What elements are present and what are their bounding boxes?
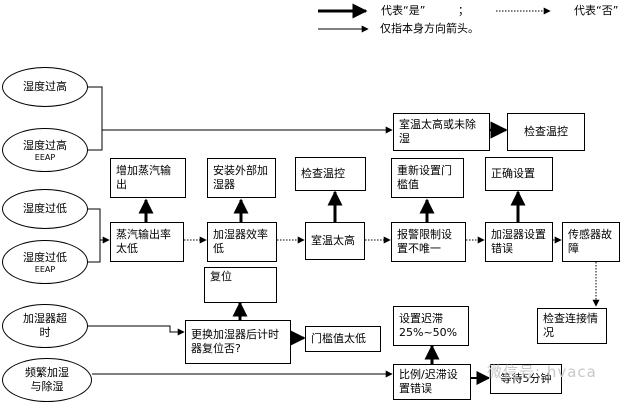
legend-direction-label: 仅指本身方向箭头。 bbox=[380, 22, 479, 35]
node-humidity-high: 湿度过高 bbox=[2, 67, 88, 107]
node-wait-5-min: 等待5分钟 bbox=[490, 364, 562, 394]
legend-semicolon: ； bbox=[458, 4, 469, 17]
legend-no-label: 代表“否” bbox=[574, 4, 619, 17]
edge-humidity-high-bracket bbox=[88, 86, 103, 151]
node-check-connection: 检查连接情况 bbox=[537, 308, 607, 344]
edge-humidity-low-bracket bbox=[88, 208, 101, 263]
node-humidifier-setting-error: 加湿器设置错误 bbox=[485, 222, 553, 262]
watermark-text: 微信号: hvaca bbox=[487, 363, 597, 381]
node-humidifier-efficiency-low: 加湿器效率低 bbox=[207, 222, 277, 262]
node-humidity-high-eeap: 湿度过高 EEAP bbox=[2, 128, 88, 172]
node-frequent-humidify: 频繁加湿与除湿 bbox=[2, 358, 92, 402]
node-humidity-low: 湿度过低 bbox=[2, 189, 88, 229]
node-threshold-too-large: 门槛值太低 bbox=[305, 326, 381, 352]
node-sensor-fault: 传感器故障 bbox=[562, 222, 620, 262]
legend-yes-label: 代表“是” bbox=[381, 4, 426, 17]
node-set-hysteresis: 设置迟滞25%~50% bbox=[393, 306, 469, 346]
node-steam-output-low: 蒸汽输出率太低 bbox=[110, 222, 184, 262]
node-check-temp-control-mid: 检查温控 bbox=[295, 157, 366, 191]
node-increase-steam: 增加蒸汽输出 bbox=[110, 158, 186, 198]
node-reset-threshold: 重新设置门槛值 bbox=[391, 158, 464, 198]
node-room-temp-high-no-dehumid: 室温太高或未除湿 bbox=[393, 113, 490, 151]
node-check-temp-control-top: 检查温控 bbox=[507, 113, 585, 151]
node-room-temp-too-high: 室温太高 bbox=[305, 222, 365, 260]
node-alarm-limit-not-unique: 报警限制设置不唯一 bbox=[391, 222, 466, 262]
node-ratio-hysteresis-error: 比例/迟滞设置错误 bbox=[393, 364, 471, 400]
node-install-external-humidifier: 安装外部加湿器 bbox=[207, 158, 276, 198]
node-humidifier-overtime: 加湿器超时 bbox=[2, 304, 88, 348]
node-replace-humidifier-timer: 更换加湿器后计时器复位否? bbox=[185, 320, 291, 364]
node-correct-setting: 正确设置 bbox=[485, 157, 553, 191]
node-humidity-low-eeap: 湿度过低 EEAP bbox=[2, 240, 88, 284]
edge-overtime-to-question bbox=[88, 325, 185, 336]
node-reset: 复位 bbox=[204, 267, 277, 303]
